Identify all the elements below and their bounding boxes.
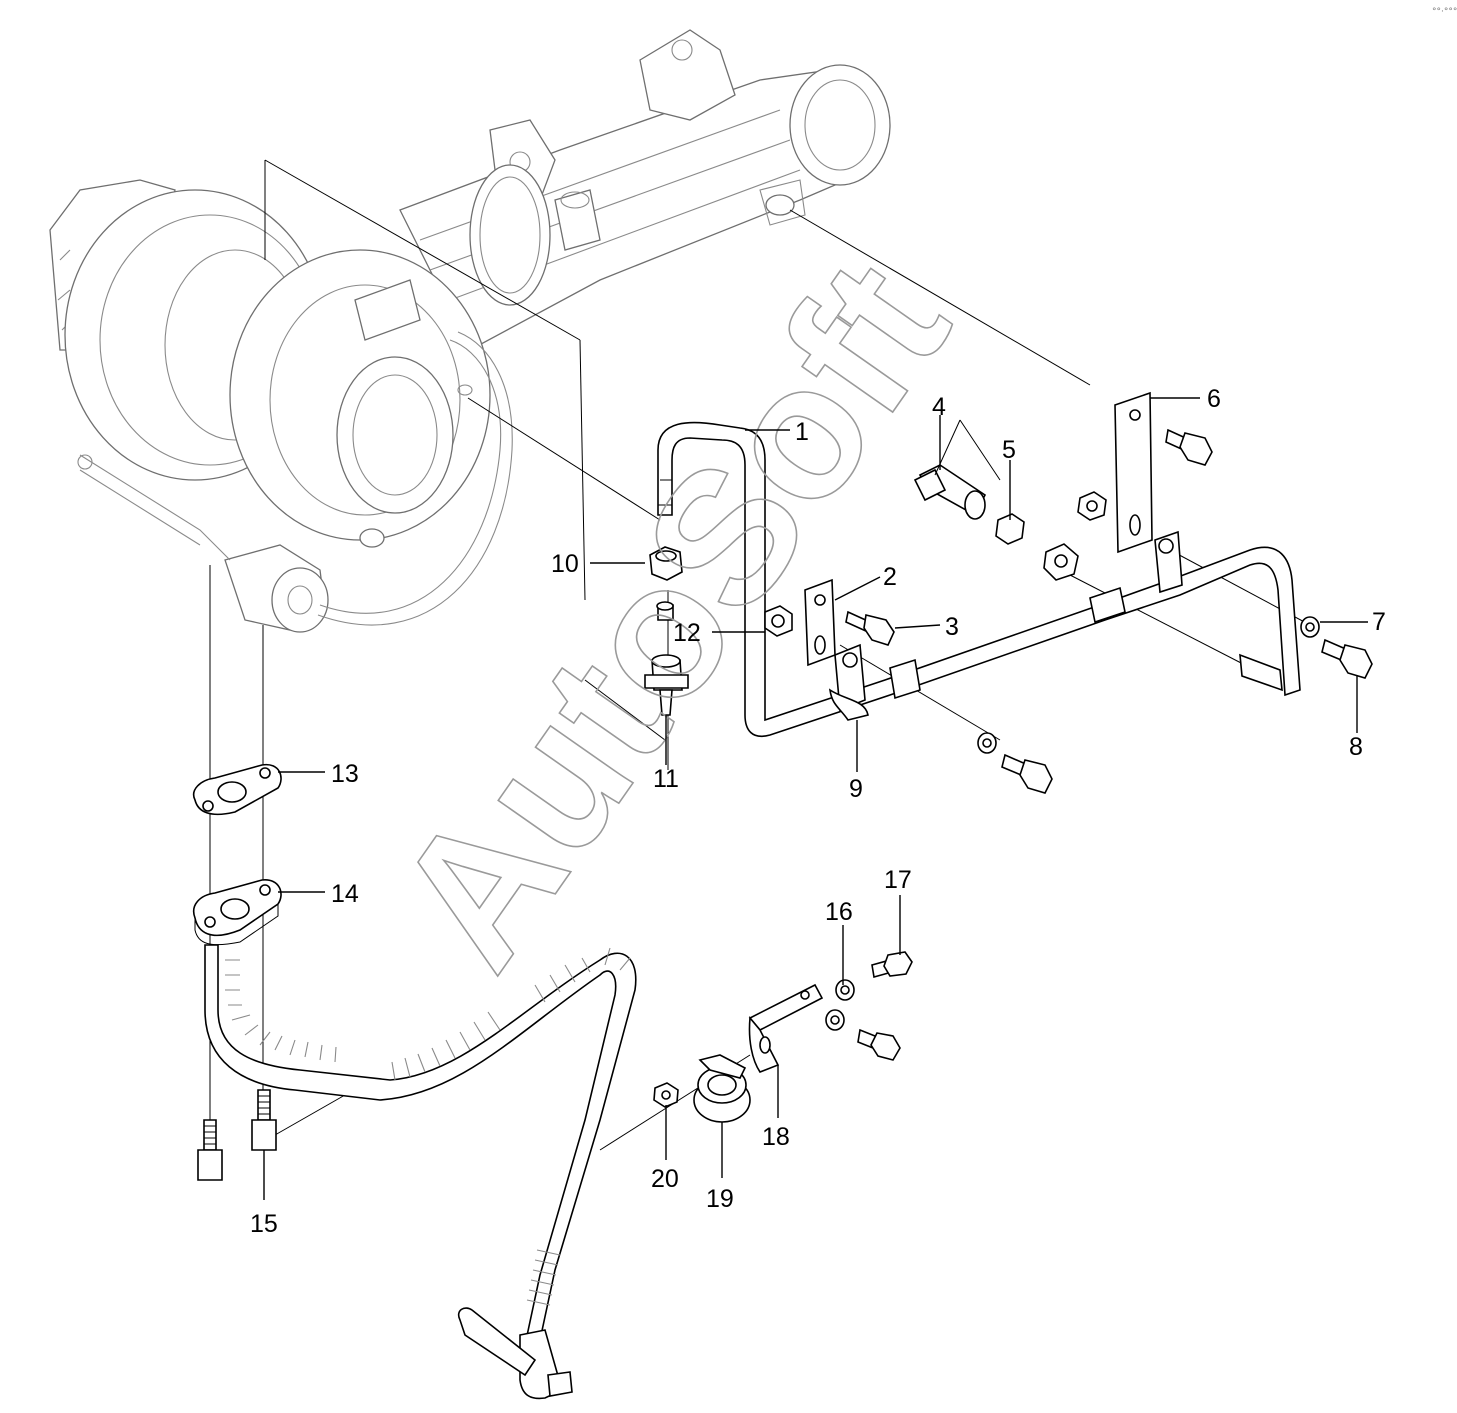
callout-5: 5 (1002, 436, 1016, 464)
callout-2: 2 (883, 563, 897, 591)
part-14-flange (193, 879, 282, 946)
part-20-nut (653, 1082, 679, 1108)
part-6-strap-bracket (1077, 391, 1213, 554)
callout-16: 16 (825, 898, 853, 926)
exhaust-manifold (399, 29, 891, 351)
part-2-bracket (804, 578, 836, 667)
part-10-union-nut (649, 546, 683, 621)
part-17-bolts (857, 951, 913, 1061)
center-housing (77, 331, 513, 633)
part-3-bolt (845, 610, 895, 646)
callout-1: 1 (795, 418, 809, 446)
turbocharger-assembly (49, 29, 891, 633)
callout-leaders (263, 397, 1368, 1200)
callout-labels: 1 2 3 4 5 6 7 8 9 10 11 12 13 14 15 16 1… (250, 385, 1386, 1238)
part-11-fitting (644, 654, 689, 716)
part-19-grommet (693, 1054, 751, 1123)
callout-12: 12 (673, 619, 701, 647)
part-4-adapter (913, 419, 1001, 520)
callout-20: 20 (651, 1165, 679, 1193)
part-15-studs (197, 1089, 277, 1181)
alignment-lines (209, 159, 1311, 1151)
part-8-bolt (1321, 638, 1373, 679)
part-5-nut (995, 513, 1079, 581)
callout-15: 15 (250, 1210, 278, 1238)
callout-7: 7 (1372, 608, 1386, 636)
part-16-washer (825, 979, 855, 1031)
part-12-nut (764, 605, 793, 637)
callout-8: 8 (1349, 733, 1363, 761)
callout-11: 11 (653, 765, 679, 793)
callout-10: 10 (551, 550, 579, 578)
callout-3: 3 (945, 613, 959, 641)
callout-6: 6 (1207, 385, 1221, 413)
callout-19: 19 (706, 1185, 734, 1213)
callout-13: 13 (331, 760, 359, 788)
callout-4: 4 (932, 393, 946, 421)
part-13-gasket (193, 763, 282, 816)
callout-9: 9 (849, 775, 863, 803)
callout-18: 18 (762, 1123, 790, 1151)
part-18-bracket (748, 983, 824, 1073)
washer-bolt-lower (977, 732, 1053, 794)
part-1-oil-feed-pipe (657, 421, 1301, 737)
part-7-washer (1300, 616, 1320, 638)
callout-17: 17 (884, 866, 912, 894)
callout-14: 14 (331, 880, 359, 908)
corner-mark: °°·°°° (1432, 7, 1457, 17)
part-9-clamp (828, 530, 1183, 721)
turbine-housing (229, 249, 491, 548)
oil-return-hose (204, 944, 637, 1400)
